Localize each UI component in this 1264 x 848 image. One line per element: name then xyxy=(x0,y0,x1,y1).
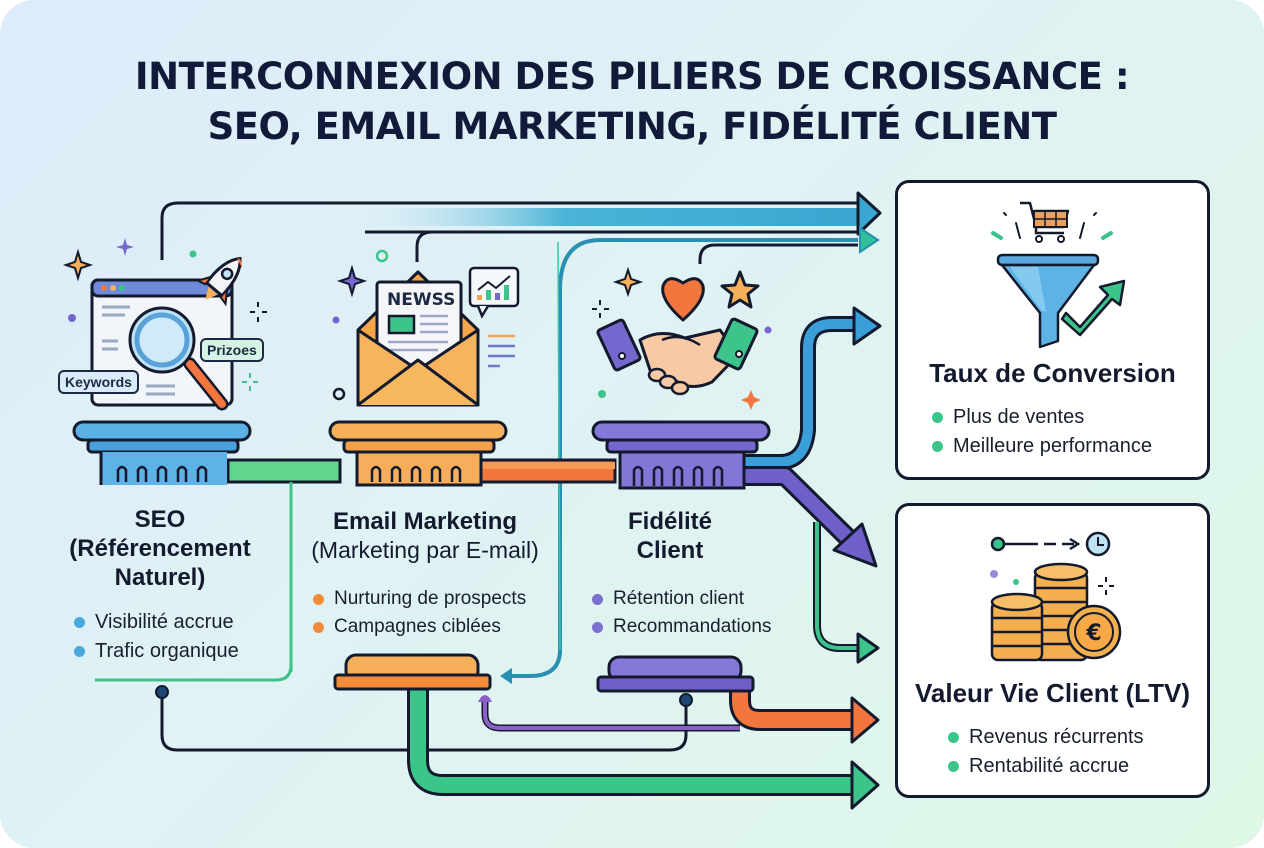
bullet-dot-icon xyxy=(313,593,324,605)
title-line-1: INTERCONNEXION DES PILIERS DE CROISSANCE… xyxy=(134,55,1130,98)
card-ltv-title: Valeur Vie Client (LTV) xyxy=(915,678,1190,708)
tag-prizoes: Prizoes xyxy=(200,338,264,362)
arrow-email-to-conversion xyxy=(415,226,880,264)
bullet-text: Campagnes ciblées xyxy=(334,616,501,637)
pedestal-email xyxy=(333,653,492,691)
pillar-fidelite-title: Fidélité Client xyxy=(590,507,750,565)
title-line-2: SEO, EMAIL MARKETING, FIDÉLITÉ CLIENT xyxy=(207,105,1057,148)
pillar-seo-title-line: SEO xyxy=(134,506,186,533)
seo-illustration-icon xyxy=(62,238,267,411)
pillar-email-column xyxy=(328,420,508,487)
pillar-email-title-line: (Marketing par E-mail) xyxy=(311,537,539,563)
bullet-dot-icon xyxy=(948,732,959,743)
bottom-connectors xyxy=(155,685,880,810)
bullet-dot-icon xyxy=(932,441,943,452)
pillar-seo-title-line: (Référencement xyxy=(69,535,251,562)
pillar-fidelite-title-line: Client xyxy=(636,537,704,564)
bullet-text: Meilleure performance xyxy=(953,435,1152,457)
card-conversion: Taux de Conversion Plus de ventes Meille… xyxy=(895,180,1210,480)
arrow-teal-loop-to-email xyxy=(500,238,858,684)
list-item: Rétention client xyxy=(592,585,771,613)
bullet-text: Rétention client xyxy=(613,588,744,609)
pillar-fidelite-bullets: Rétention client Recommandations xyxy=(592,585,771,641)
bullet-dot-icon xyxy=(313,621,324,633)
list-item: Recommandations xyxy=(592,613,771,641)
bullet-text: Rentabilité accrue xyxy=(969,755,1130,777)
bullet-dot-icon xyxy=(74,617,85,628)
pillar-fidelite-title-line: Fidélité xyxy=(627,508,712,535)
pillar-email-title-line: Email Marketing xyxy=(332,508,518,535)
email-illustration-icon xyxy=(332,249,520,407)
list-item: Meilleure performance xyxy=(932,432,1152,461)
coins-clock-icon: € xyxy=(990,531,1122,662)
bullet-text: Recommandations xyxy=(613,616,772,637)
bullet-dot-icon xyxy=(932,412,943,423)
pillar-email-bullets: Nurturing de prospects Campagnes ciblées xyxy=(313,585,526,641)
list-item: Trafic organique xyxy=(74,637,239,666)
pillar-email-title: Email Marketing (Marketing par E-mail) xyxy=(290,507,560,565)
pillar-seo-title-line: Naturel) xyxy=(114,564,206,591)
pillar-fidelite-column xyxy=(591,420,771,490)
bullet-text: Nurturing de prospects xyxy=(334,588,527,609)
card-conversion-title: Taux de Conversion xyxy=(929,358,1176,388)
bullet-text: Plus de ventes xyxy=(953,406,1085,428)
pedestal-fidelite xyxy=(596,655,755,693)
funnel-cart-icon xyxy=(991,201,1126,349)
list-item: Rentabilité accrue xyxy=(948,752,1144,781)
fidelite-illustration-icon xyxy=(592,266,772,410)
pillar-seo-column xyxy=(72,420,252,485)
list-item: Nurturing de prospects xyxy=(313,585,526,613)
card-conversion-bullets: Plus de ventes Meilleure performance xyxy=(932,403,1152,461)
bullet-text: Trafic organique xyxy=(95,640,239,662)
pillar-seo-title: SEO (Référencement Naturel) xyxy=(60,505,260,592)
card-ltv-bullets: Revenus récurrents Rentabilité accrue xyxy=(948,723,1144,781)
bullet-dot-icon xyxy=(74,646,85,657)
pillar-seo-bullets: Visibilité accrue Trafic organique xyxy=(74,608,239,666)
list-item: Campagnes ciblées xyxy=(313,613,526,641)
euro-symbol: € xyxy=(1085,621,1101,646)
bullet-text: Visibilité accrue xyxy=(95,611,234,633)
list-item: Visibilité accrue xyxy=(74,608,239,637)
page-title: INTERCONNEXION DES PILIERS DE CROISSANCE… xyxy=(0,52,1264,152)
tag-keywords: Keywords xyxy=(58,370,139,394)
list-item: Revenus récurrents xyxy=(948,723,1144,752)
bullet-dot-icon xyxy=(592,593,603,605)
bullet-dot-icon xyxy=(592,621,603,633)
card-ltv: € Valeur Vie Client (LTV) Revenus récurr… xyxy=(895,503,1210,798)
bullet-dot-icon xyxy=(948,761,959,772)
list-item: Plus de ventes xyxy=(932,403,1152,432)
news-label: NEWSS xyxy=(387,290,456,310)
arrow-seo-to-conversion xyxy=(160,191,882,260)
arrow-fidelite-branch xyxy=(745,306,882,664)
bullet-text: Revenus récurrents xyxy=(969,726,1144,748)
